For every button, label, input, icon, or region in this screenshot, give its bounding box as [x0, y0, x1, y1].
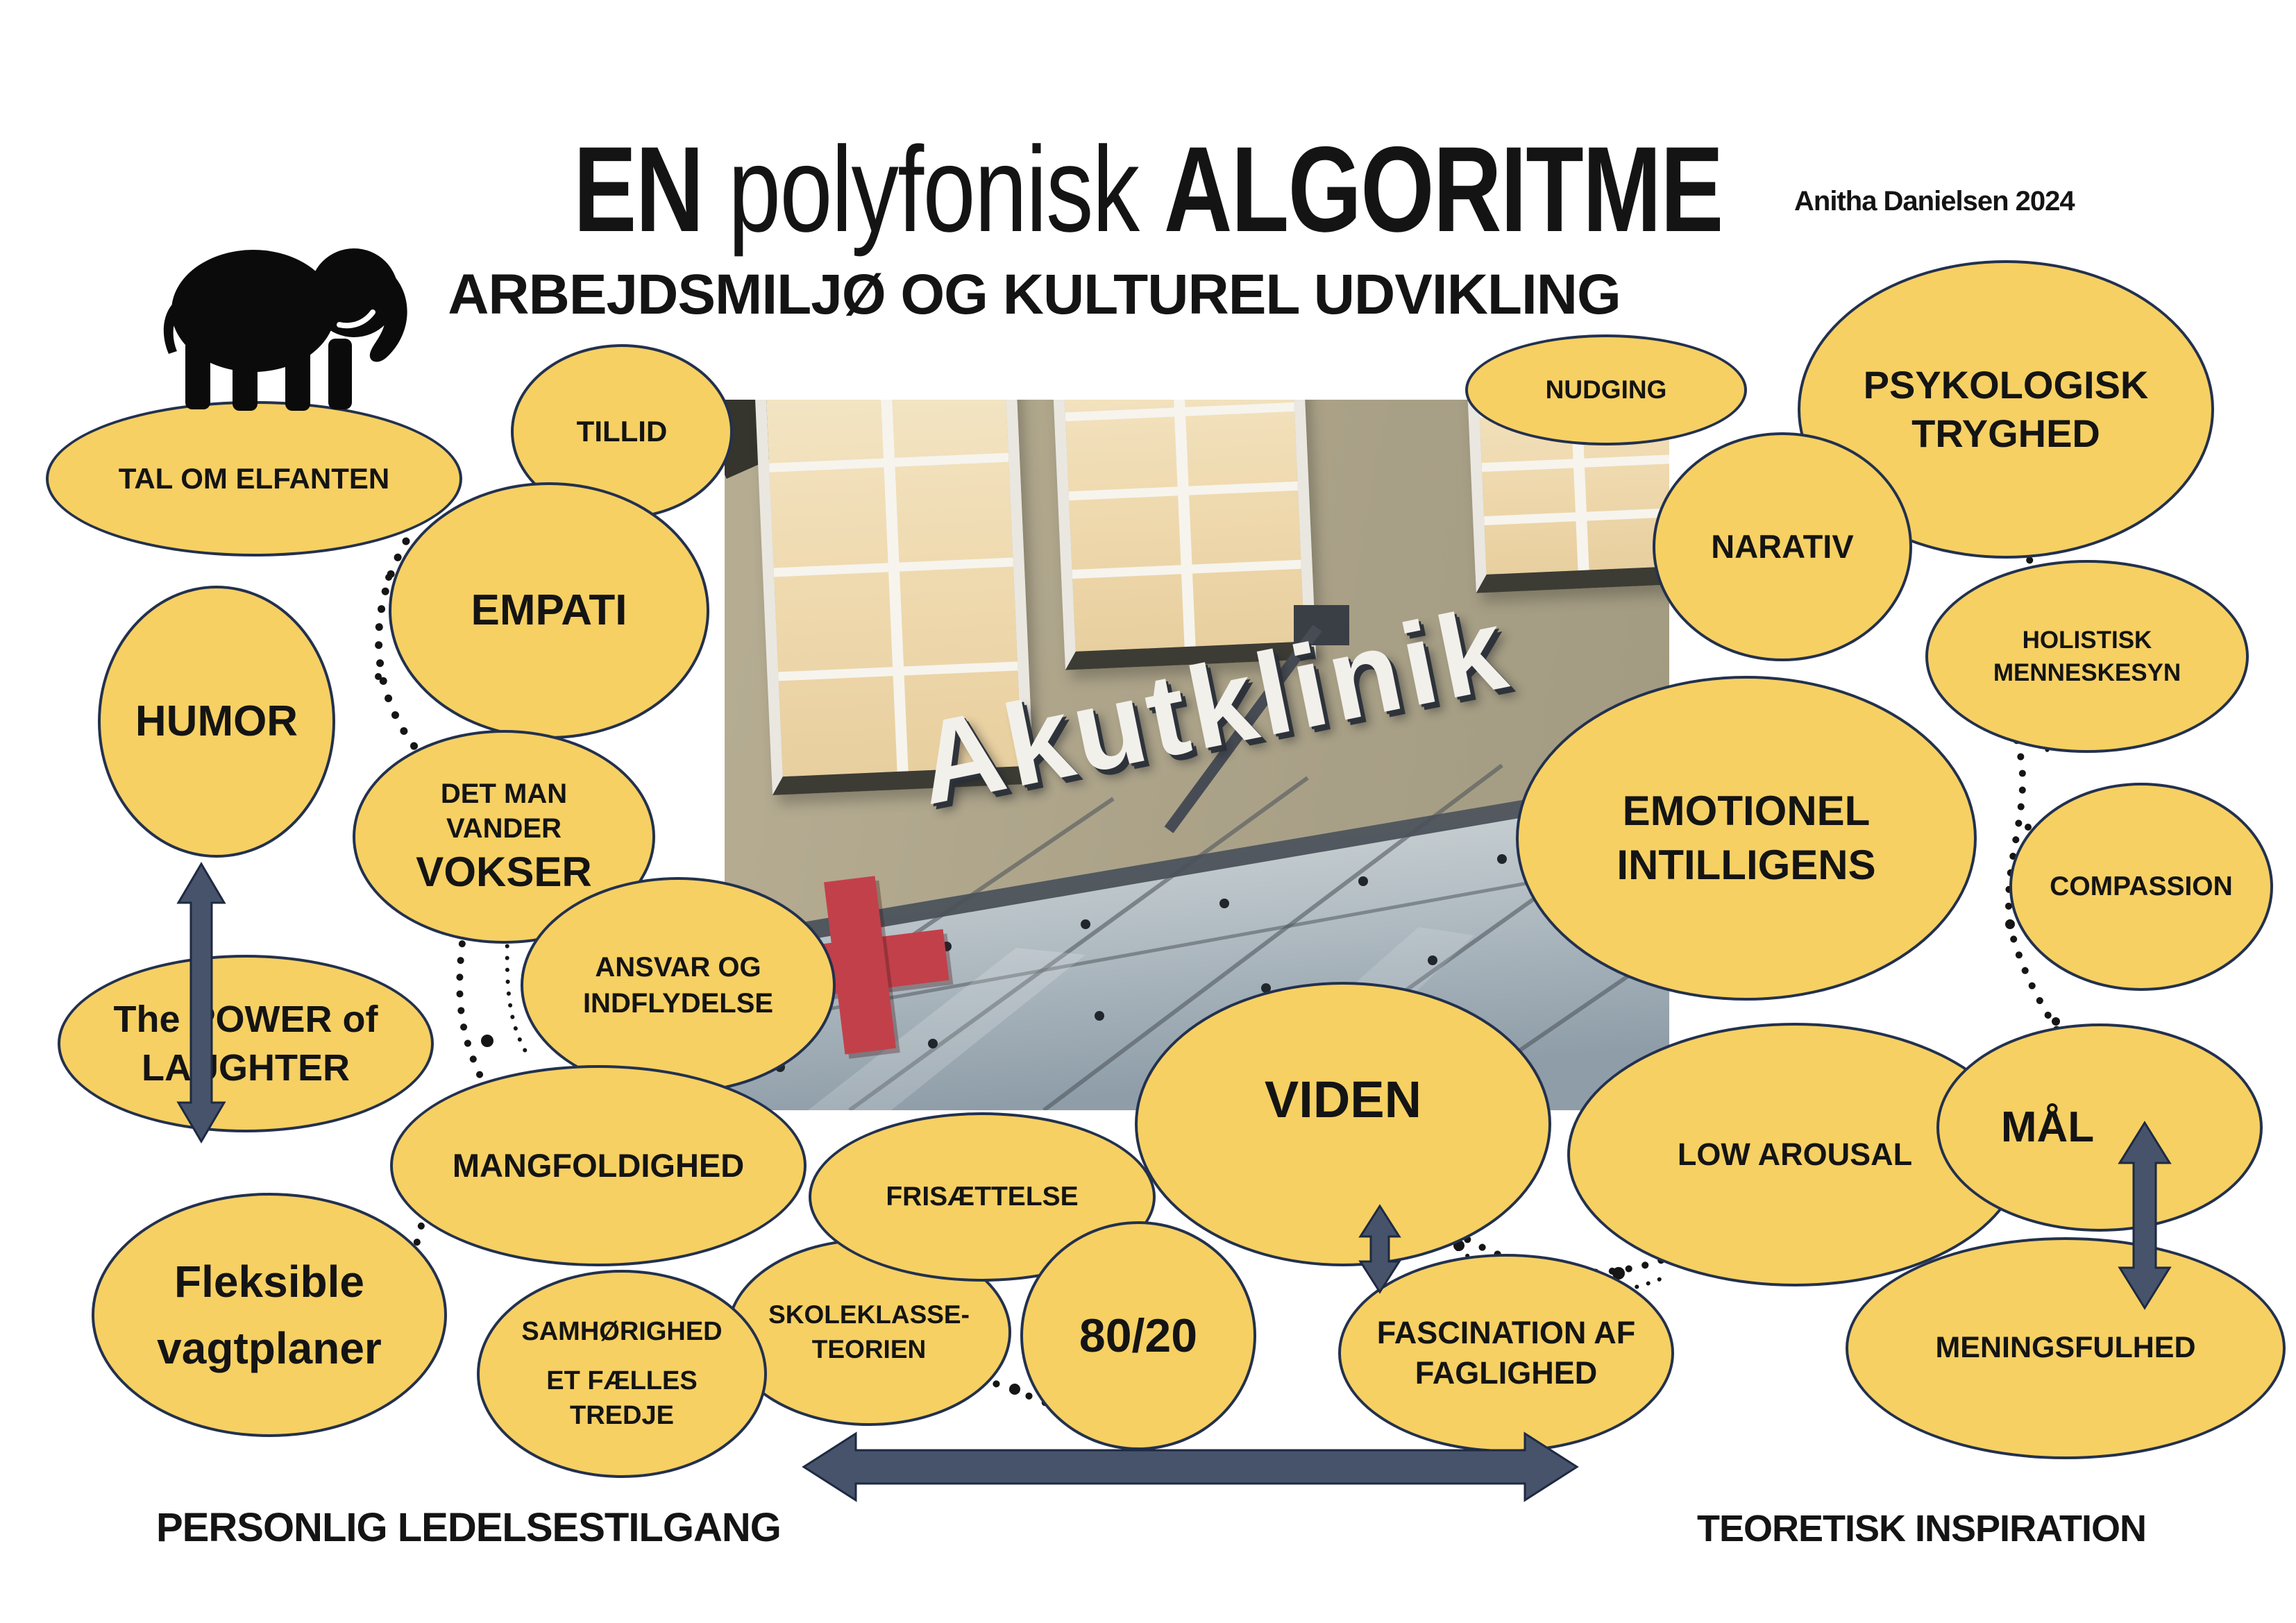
bubble-label: FRISÆTTELSE	[886, 1181, 1079, 1212]
bubble-label: VIDEN	[1264, 1071, 1422, 1129]
bubble-humor: HUMOR	[98, 586, 335, 858]
bubble-label: FASCINATION AF	[1376, 1314, 1636, 1350]
bubble-label: EMOTIONEL	[1622, 788, 1871, 834]
bubble-label: MÅL	[2000, 1103, 2095, 1152]
bubble-label: NUDGING	[1545, 375, 1667, 404]
page-subtitle: ARBEJDSMILJØ OG KULTUREL UDVIKLING	[448, 263, 1621, 326]
page-title: EN polyfonisk ALGORITME	[253, 126, 2043, 254]
author-credit: Anitha Danielsen 2024	[1794, 186, 2075, 216]
bubble-label: FAGLIGHED	[1415, 1355, 1598, 1391]
bubble-label: MENNESKESYN	[1993, 659, 2181, 686]
bubble-label: HUMOR	[135, 697, 298, 746]
bubble-label: LAUGHTER	[142, 1047, 350, 1089]
bubble-label: EMPATI	[471, 586, 627, 635]
bubble-label: ET FÆLLES	[546, 1366, 698, 1396]
bubble-80-20: 80/20	[1020, 1221, 1256, 1450]
bubble-compassion: COMPASSION	[2009, 783, 2273, 991]
title-part-polyfonisk: polyfonisk	[728, 122, 1140, 257]
bubble-label: VOKSER	[416, 848, 592, 895]
bubble-label: INTILLIGENS	[1617, 842, 1876, 888]
bubble-det-man-vander-vokser: DET MAN VANDER VOKSER	[353, 730, 655, 944]
bubble-ansvar-og-indflydelse: ANSVAR OG INDFLYDELSE	[521, 877, 836, 1094]
bubble-viden: VIDEN	[1135, 982, 1551, 1266]
bubble-label: SKOLEKLASSE-	[768, 1300, 970, 1329]
bubble-narativ: NARATIV	[1653, 432, 1912, 661]
bubble-label: vagtplaner	[157, 1323, 382, 1373]
bubble-label: TAL OM ELFANTEN	[118, 461, 390, 495]
bubble-label: DET MAN	[440, 778, 568, 809]
bubble-holistisk-menneskesyn: HOLISTISK MENNESKESYN	[1925, 560, 2249, 753]
footer-label-left: PERSONLIG LEDELSESTILGANG	[156, 1505, 782, 1550]
bubble-tillid: TILLID	[511, 344, 733, 519]
bubble-fleksible-vagtplaner: Fleksible vagtplaner	[92, 1193, 447, 1437]
bubble-label: ANSVAR OG	[595, 952, 761, 983]
bubble-label: MENINGSFULHED	[1935, 1331, 2196, 1365]
footer-label-right: TEORETISK INSPIRATION	[1697, 1508, 2147, 1549]
bubble-label: SAMHØRIGHED	[521, 1316, 723, 1346]
bubble-tal-om-elfanten: TAL OM ELFANTEN	[46, 401, 462, 556]
bubble-low-arousal: LOW AROUSAL	[1567, 1023, 2023, 1286]
bubble-label: HOLISTISK	[2022, 626, 2152, 654]
bubble-label: VANDER	[446, 813, 562, 844]
bubble-samhoerighed: SAMHØRIGHED ET FÆLLES TREDJE	[477, 1270, 767, 1478]
bubble-label: TILLID	[576, 414, 668, 448]
bubble-label: 80/20	[1079, 1309, 1198, 1362]
bubble-meningsfulhed: MENINGSFULHED	[1846, 1237, 2286, 1459]
bubble-label: INDFLYDELSE	[582, 988, 774, 1019]
bubble-label: MANGFOLDIGHED	[452, 1146, 745, 1184]
bubble-label: Fleksible	[174, 1257, 364, 1307]
bubble-psykologisk-tryghed: PSYKOLOGISK TRYGHED	[1798, 260, 2214, 559]
bubble-label: TRYGHED	[1911, 411, 2100, 455]
bubble-label: The POWER of	[113, 998, 378, 1040]
bubble-empati: EMPATI	[389, 482, 709, 739]
bubble-fascination-af-faglighed: FASCINATION AF FAGLIGHED	[1338, 1254, 1674, 1452]
bubble-nudging: NUDGING	[1465, 334, 1747, 445]
bubble-label: PSYKOLOGISK	[1863, 363, 2149, 407]
title-part-algoritme: ALGORITME	[1163, 122, 1723, 257]
bubble-label: TREDJE	[570, 1400, 674, 1430]
sign-strut	[1164, 624, 1322, 833]
bubble-label: LOW AROUSAL	[1677, 1137, 1913, 1173]
bubble-emotionel-intilligens: EMOTIONEL INTILLIGENS	[1516, 676, 1977, 1001]
bubble-power-of-laughter: The POWER of LAUGHTER	[58, 955, 434, 1132]
bubble-label: NARATIV	[1711, 527, 1854, 565]
title-part-en: EN	[573, 122, 704, 257]
bubble-maal: MÅL	[1936, 1023, 2263, 1232]
bubble-label: TEORIEN	[811, 1335, 927, 1363]
bubble-label: COMPASSION	[2050, 871, 2233, 901]
elephant-icon	[163, 248, 407, 411]
akutklinik-photo: Akutklinik	[725, 400, 1669, 1110]
bubble-mangfoldighed: MANGFOLDIGHED	[390, 1065, 807, 1266]
